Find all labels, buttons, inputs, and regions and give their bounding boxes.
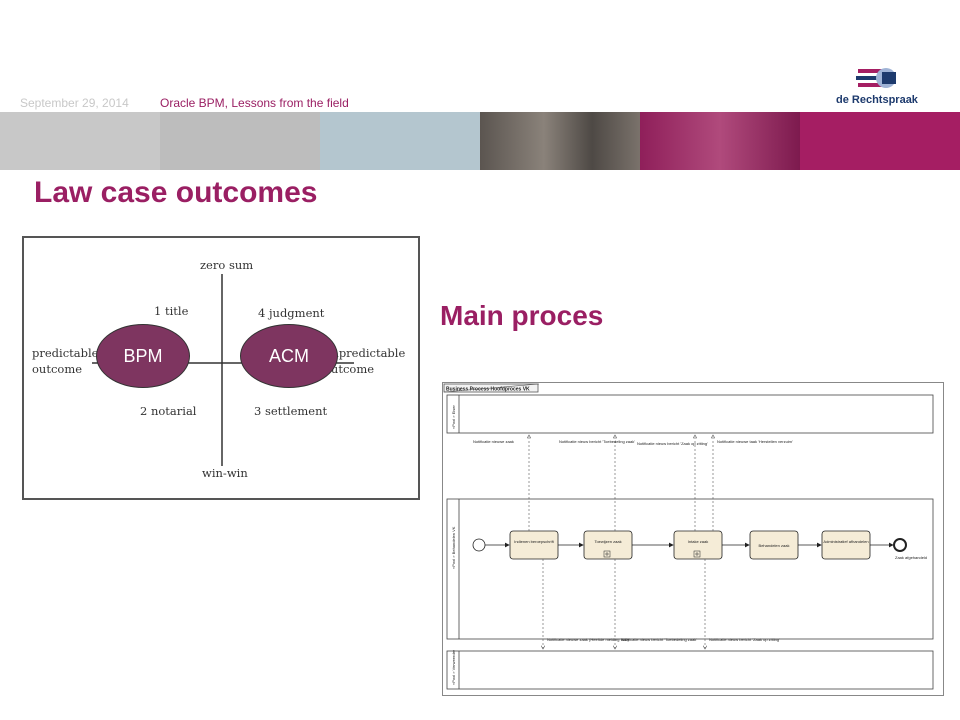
header-banner <box>0 112 960 170</box>
pool-bottom-label: «Pool » Verweerder <box>451 649 456 685</box>
banner-segment <box>800 112 960 170</box>
slide-title: Law case outcomes <box>34 176 318 209</box>
quadrant-q4: 4 judgment <box>258 306 325 320</box>
pool-middle-label: «Pool » Behandelen VK <box>451 526 456 569</box>
note-top: Notificatie nieuwe zaak <box>473 439 514 444</box>
note-bottom: Notificatie nieuwe zaak (Heeftde melding… <box>547 637 629 642</box>
quadrant-right-label-1: unpredictable <box>324 346 406 360</box>
task-indienen <box>509 530 559 560</box>
rechtspraak-logo-icon <box>856 68 896 88</box>
task-label: Indienen beroepschrift <box>514 539 554 544</box>
bpmn-title: Business Process Hoofdproces VK <box>446 387 530 393</box>
bpm-ellipse: BPM <box>96 324 190 388</box>
banner-segment <box>320 112 480 170</box>
task-label: Behandelen zaak <box>759 543 790 548</box>
end-event-label: Zaak afgehandeld <box>895 555 927 560</box>
start-event <box>472 538 486 552</box>
quadrant-left-label-2: outcome <box>32 362 83 376</box>
pool-top-label: «Pool » Eiser <box>451 405 456 429</box>
task-label: Administratief afhandelen <box>823 539 868 544</box>
note-bottom: Notificatie nieuw bericht 'Toebedeling z… <box>621 637 697 642</box>
task-label: Intake zaak <box>688 539 708 544</box>
quadrant-q1: 1 title <box>154 304 189 318</box>
note-top: Notificatie nieuwe taak 'Herstellen verz… <box>717 439 793 444</box>
banner-photo-tinted <box>640 112 800 170</box>
rechtspraak-logo: de Rechtspraak <box>836 66 926 110</box>
header-subtitle: Oracle BPM, Lessons from the field <box>160 96 349 110</box>
note-top: Notificatie nieuw bericht 'Toebedeling z… <box>559 439 635 444</box>
quadrant-top-label: zero sum <box>200 258 254 272</box>
task-label: Toewijzen zaak <box>594 539 621 544</box>
task-administratief <box>821 530 871 560</box>
bpmn-process-diagram: Business Process Hoofdproces VK «Pool » … <box>442 382 944 696</box>
banner-segment <box>160 112 320 170</box>
quadrant-left-label-1: predictable <box>32 346 99 360</box>
task-toewijzen <box>583 530 633 560</box>
quadrant-right-label-2: outcome <box>324 362 375 376</box>
banner-photo <box>480 112 640 170</box>
section-title: Main proces <box>440 300 604 331</box>
quadrant-bottom-label: win-win <box>202 466 248 480</box>
end-event <box>893 538 907 552</box>
note-bottom: Notificatie nieuw bericht 'Zaak op zitti… <box>709 637 780 642</box>
task-intake <box>673 530 723 560</box>
logo-text: de Rechtspraak <box>836 94 918 106</box>
banner-segment <box>0 112 160 170</box>
outcome-quadrant-diagram: zero sum win-win predictable outcome unp… <box>22 236 420 500</box>
acm-ellipse: ACM <box>240 324 338 388</box>
header-date: September 29, 2014 <box>20 96 129 110</box>
note-top: Notificatie nieuw bericht 'Zaak op zitti… <box>637 441 708 446</box>
quadrant-q3: 3 settlement <box>254 404 328 418</box>
quadrant-q2: 2 notarial <box>140 404 197 418</box>
